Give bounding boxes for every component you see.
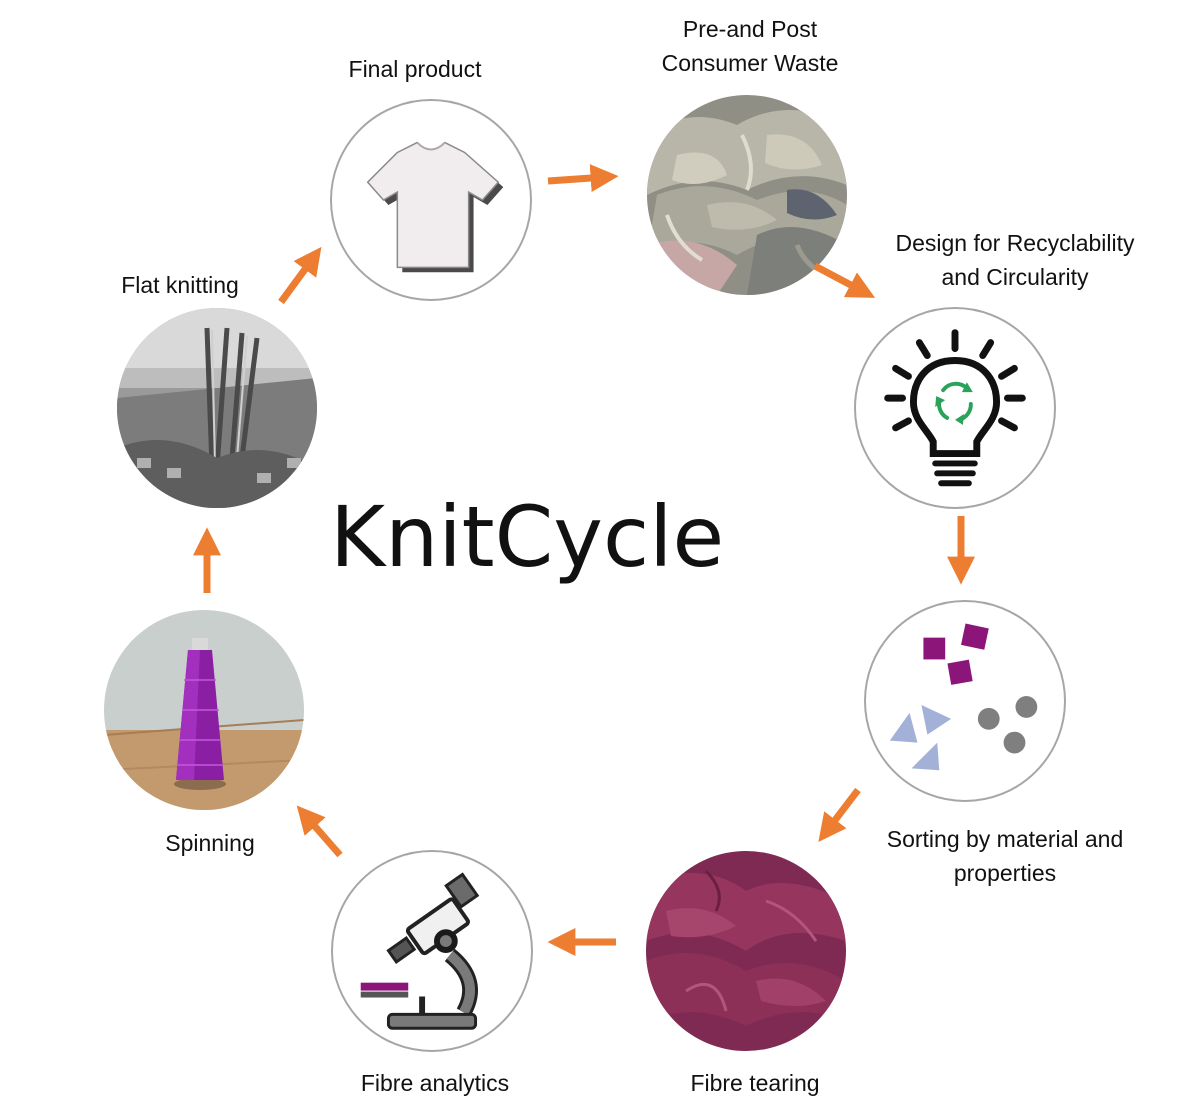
- node-tearing: [646, 851, 846, 1051]
- arrow-analytics-to-spinning: [296, 805, 343, 858]
- label-tearing: Fibre tearing: [690, 1070, 820, 1096]
- node-final-product: [330, 99, 532, 301]
- label-final-product: Final product: [348, 56, 482, 82]
- label-design: Design for Recyclability and Circularity: [895, 230, 1135, 290]
- label-spinning: Spinning: [165, 830, 255, 856]
- arrow-final-to-waste: [547, 164, 619, 193]
- textile-waste-photo: [647, 95, 847, 295]
- yarn-cone-photo: [104, 610, 304, 810]
- label-knitting: Flat knitting: [121, 272, 239, 298]
- node-knitting: [117, 308, 317, 508]
- tshirt-icon: [366, 141, 504, 273]
- fibre-pile-photo: [646, 851, 846, 1051]
- arrow-knitting-to-final: [278, 246, 322, 305]
- label-analytics: Fibre analytics: [360, 1070, 510, 1096]
- node-sorting: [864, 600, 1066, 802]
- microscope-icon: [360, 872, 480, 1030]
- label-sorting: Sorting by material and properties: [886, 826, 1124, 886]
- sorting-shapes-icon: [889, 623, 1038, 771]
- node-spinning: [104, 610, 304, 810]
- node-design: [854, 307, 1056, 509]
- diagram-title: KnitCycle: [330, 488, 725, 586]
- arrow-sorting-to-tearing: [818, 787, 861, 843]
- node-waste: [647, 95, 847, 295]
- label-waste: Pre-and Post Consumer Waste: [661, 16, 839, 76]
- node-analytics: [331, 850, 533, 1052]
- knitting-machine-photo: [117, 308, 317, 508]
- lightbulb-recycle-icon: [884, 329, 1026, 487]
